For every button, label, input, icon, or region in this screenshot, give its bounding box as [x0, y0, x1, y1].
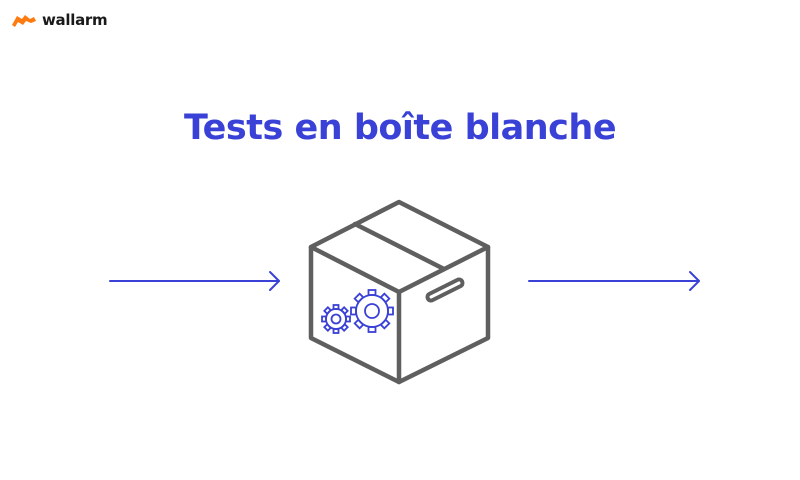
- output-arrow-icon: [528, 271, 700, 291]
- gears-icon: [321, 289, 394, 334]
- page-title: Tests en boîte blanche: [183, 108, 617, 148]
- input-arrow-icon: [109, 271, 280, 291]
- brand-name: wallarm: [42, 11, 108, 29]
- cardboard-box-icon: [308, 199, 491, 385]
- wallarm-flag-logo-icon: [12, 15, 36, 27]
- brand-logo: wallarm: [10, 8, 108, 32]
